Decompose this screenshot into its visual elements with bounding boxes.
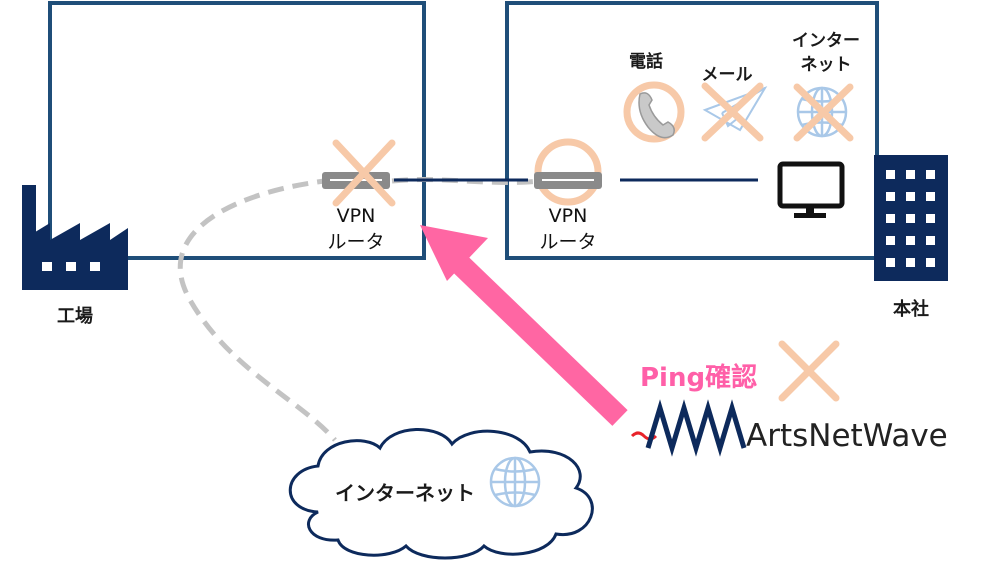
ping-x-mark <box>778 340 840 402</box>
internet-x-mark <box>793 83 854 142</box>
building-icon <box>874 155 948 281</box>
hq-router-label-line2: ルータ <box>539 231 596 253</box>
monitor-icon <box>777 161 845 218</box>
internet-path-dashed <box>177 177 337 442</box>
artsnetwave-logo: ArtsNetWave <box>630 399 948 457</box>
phone-icon <box>638 92 675 139</box>
service-mail-label: メール <box>702 65 753 85</box>
factory-icon <box>22 185 128 290</box>
internet-cloud-label: インターネット <box>335 481 475 505</box>
mail-x-mark <box>701 82 764 142</box>
logo-text: ArtsNetWave <box>746 418 948 454</box>
factory-router-label-line1: VPN <box>337 205 376 227</box>
factory-router-label-line2: ルータ <box>327 231 384 253</box>
phone-ok-mark <box>623 81 685 143</box>
service-phone-label: 電話 <box>629 51 663 72</box>
service-internet-label-line2: ネット <box>801 55 852 75</box>
hq-site-frame <box>505 1 879 260</box>
factory-router-x-mark <box>332 139 396 207</box>
internet-cloud <box>288 428 594 560</box>
cloud-globe-icon <box>489 456 541 508</box>
factory-label: 工場 <box>57 306 93 327</box>
ping-arrow <box>420 225 628 426</box>
ping-label: Ping確認 <box>640 362 757 393</box>
service-internet-label-line1: インター <box>792 31 860 51</box>
factory-site-frame <box>48 1 426 260</box>
hq-router-label-line1: VPN <box>549 205 588 227</box>
vpn-tunnel-dashed <box>391 177 541 185</box>
headquarters-label: 本社 <box>893 298 929 320</box>
